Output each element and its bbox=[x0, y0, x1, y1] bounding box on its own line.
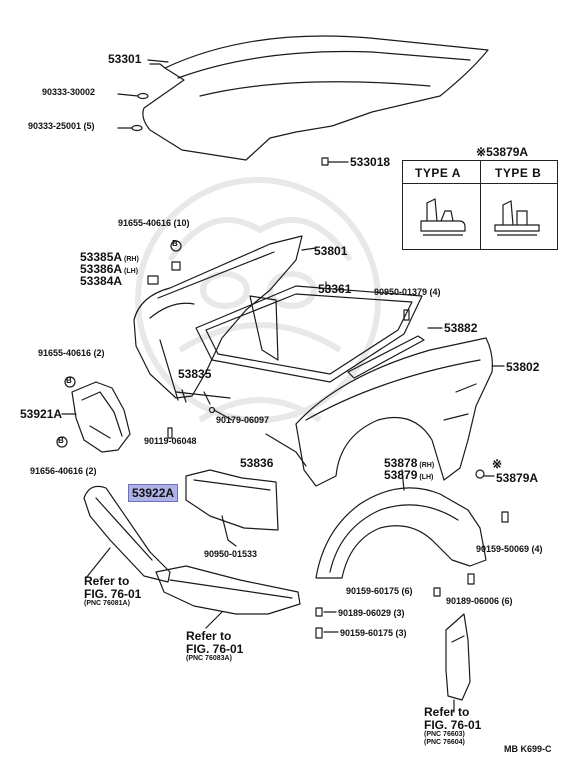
marker-b-2: B bbox=[66, 376, 72, 385]
refer-2-line2: FIG. 76-01 bbox=[186, 641, 244, 656]
label-53879-suffix: (LH) bbox=[419, 474, 434, 481]
front-bracket bbox=[71, 381, 131, 453]
refer-3-line1: Refer to bbox=[424, 705, 470, 719]
label-53361: 53361 bbox=[318, 282, 352, 296]
refer-1-line2: FIG. 76-01 bbox=[84, 586, 142, 601]
footer-code: MB K699-C bbox=[504, 744, 552, 754]
label-53385a-suffix: (RH) bbox=[124, 256, 139, 263]
label-53385a-code: 53385A bbox=[80, 250, 123, 264]
label-91655-40616-2: 91655-40616 (2) bbox=[38, 348, 105, 358]
refer-3-line3: (PNC 76603) bbox=[424, 731, 465, 739]
refer-2-line1: Refer to bbox=[186, 629, 232, 643]
refer-fig-76083a[interactable]: Refer to FIG. 76-01 (PNC 76083A) bbox=[186, 630, 243, 663]
label-53384a: 53384A bbox=[80, 274, 123, 288]
label-53921a: 53921A bbox=[20, 407, 63, 421]
label-53878: 53878(RH) bbox=[384, 457, 434, 469]
label-53802: 53802 bbox=[506, 360, 540, 374]
label-90119-06048: 90119-06048 bbox=[144, 436, 197, 446]
label-53386a-suffix: (LH) bbox=[124, 268, 139, 275]
label-90179-06097: 90179-06097 bbox=[216, 415, 270, 425]
refer-2-line3: (PNC 76083A) bbox=[186, 655, 232, 663]
fender-rh-panel bbox=[133, 235, 303, 399]
brace-rod bbox=[175, 389, 231, 405]
label-53835: 53835 bbox=[178, 367, 212, 381]
type-b-title: TYPE B bbox=[495, 166, 542, 180]
label-53922a-highlighted[interactable]: 53922A bbox=[128, 484, 179, 502]
bumper-extension bbox=[185, 469, 279, 531]
label-90159-50069: 90159-50069 (4) bbox=[476, 544, 543, 554]
refer-3-line4: (PNC 76604) bbox=[424, 738, 465, 746]
label-53801: 53801 bbox=[314, 244, 348, 258]
seal-strip bbox=[347, 335, 425, 379]
refer-fig-76081a[interactable]: Refer to FIG. 76-01 (PNC 76081A) bbox=[84, 575, 141, 608]
front-spoiler-left bbox=[83, 485, 171, 583]
label-90333-25001: 90333-25001 (5) bbox=[28, 121, 95, 131]
label-53878-suffix: (RH) bbox=[419, 462, 435, 469]
label-90189-06006: 90189-06006 (6) bbox=[446, 596, 513, 606]
label-type-box-header: ※53879A bbox=[476, 146, 528, 158]
label-53882: 53882 bbox=[444, 321, 478, 335]
label-53878-code: 53878 bbox=[384, 456, 418, 470]
asterisk-mark: ※ bbox=[476, 145, 487, 159]
refer-3-line2: FIG. 76-01 bbox=[424, 717, 482, 732]
type-a-title: TYPE A bbox=[415, 166, 461, 180]
fender-liner bbox=[315, 487, 487, 579]
label-90189-06029: 90189-06029 (3) bbox=[338, 608, 405, 618]
type-box-header-code: 53879A bbox=[486, 145, 529, 159]
label-53879: 53879(LH) bbox=[384, 469, 433, 481]
label-533018: 533018 bbox=[350, 155, 391, 169]
asterisk-53879a: ※ bbox=[492, 457, 503, 471]
apron-seal-frame bbox=[195, 285, 423, 383]
label-53385a: 53385A(RH) bbox=[80, 251, 139, 263]
marker-b-3: B bbox=[58, 436, 64, 445]
label-53301: 53301 bbox=[108, 52, 142, 66]
type-legend-box: TYPE A TYPE B bbox=[402, 160, 558, 250]
refer-1-line3: (PNC 76081A) bbox=[84, 600, 130, 608]
type-a-clip-icon bbox=[420, 198, 466, 236]
label-53386a-code: 53386A bbox=[80, 262, 123, 276]
label-53386a: 53386A(LH) bbox=[80, 263, 138, 275]
front-spoiler-right bbox=[155, 565, 301, 615]
label-90159-60175-6: 90159-60175 (6) bbox=[346, 586, 413, 596]
label-53879a: 53879A bbox=[496, 471, 539, 485]
label-91655-40616-10: 91655-40616 (10) bbox=[118, 218, 190, 228]
marker-b-1: B bbox=[172, 239, 178, 248]
label-90159-60175-3: 90159-60175 (3) bbox=[340, 628, 407, 638]
type-b-clip-icon bbox=[494, 200, 540, 236]
label-90950-01379: 90950-01379 (4) bbox=[374, 287, 441, 297]
support-rod bbox=[265, 433, 307, 467]
label-53836: 53836 bbox=[240, 456, 274, 470]
fender-lh-panel bbox=[295, 337, 493, 487]
refer-fig-76603[interactable]: Refer to FIG. 76-01 (PNC 76603) (PNC 766… bbox=[424, 706, 481, 746]
label-90950-01533: 90950-01533 bbox=[204, 549, 258, 559]
hood-panel bbox=[142, 35, 489, 161]
label-53879-code: 53879 bbox=[384, 468, 418, 482]
mud-flap bbox=[445, 613, 471, 701]
refer-1-line1: Refer to bbox=[84, 574, 130, 588]
label-91656-40616: 91656-40616 (2) bbox=[30, 466, 97, 476]
label-90333-30002: 90333-30002 bbox=[42, 87, 96, 97]
